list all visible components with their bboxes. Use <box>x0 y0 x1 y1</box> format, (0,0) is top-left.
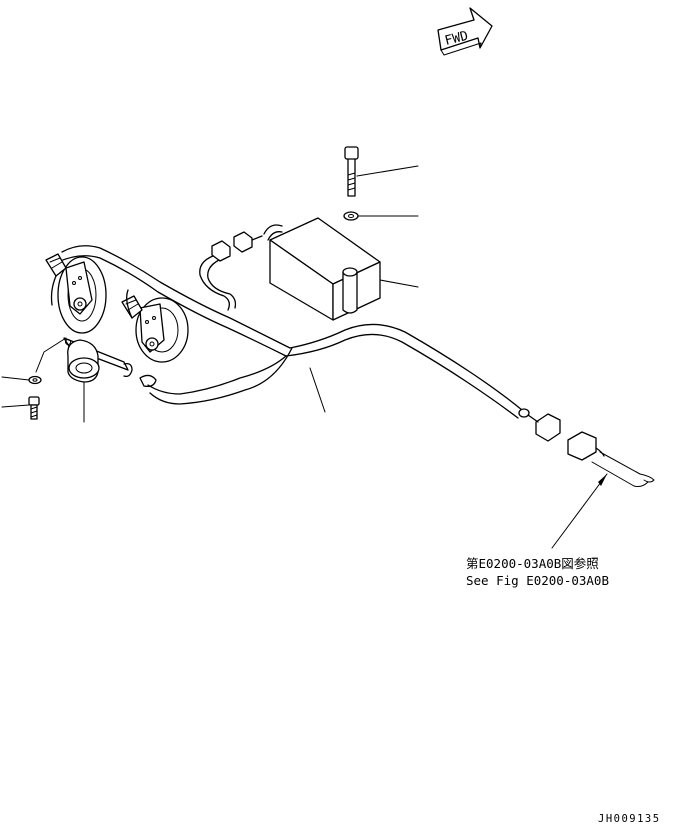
washer <box>343 211 419 221</box>
bolt <box>344 146 419 197</box>
fwd-arrow-icon: FWD <box>437 7 493 56</box>
reference-callout: 第E0200-03A0B図参照 See Fig E0200-03A0B <box>466 473 609 588</box>
main-harness <box>57 245 561 442</box>
harness-connector <box>567 431 655 487</box>
horn-right <box>121 289 189 363</box>
reference-text-en: See Fig E0200-03A0B <box>466 573 609 588</box>
horn-left <box>45 253 107 334</box>
drawing-number: JH009135 <box>598 813 661 825</box>
fwd-label: FWD <box>443 29 470 49</box>
left-washer <box>1 375 42 385</box>
box-wire-harness <box>199 224 283 311</box>
horn-bracket <box>35 337 157 423</box>
relay-box <box>269 217 419 321</box>
left-bolt <box>1 396 40 420</box>
reference-text-jp: 第E0200-03A0B図参照 <box>466 556 599 571</box>
